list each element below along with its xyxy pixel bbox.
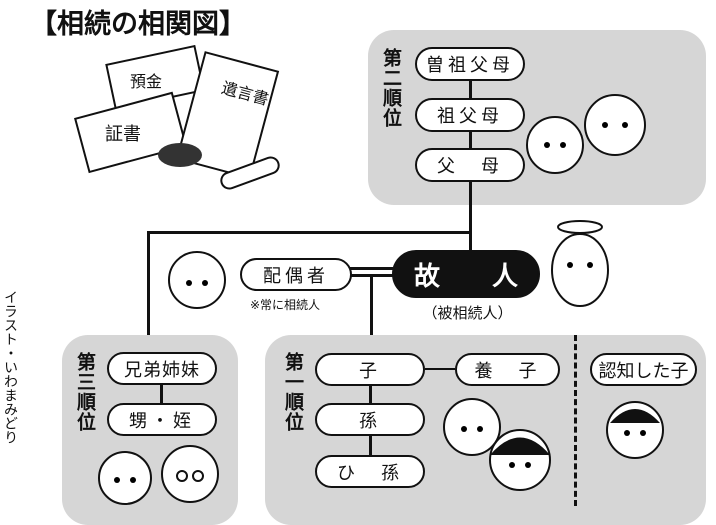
parents: 父 母 (415, 148, 525, 182)
adopted-child: 養 子 (455, 353, 560, 386)
illustration-credit: イラスト・いわまみどり (2, 290, 18, 444)
acknowledged-child-face-icon (606, 401, 664, 459)
second-order-label: 第二順位 (380, 48, 402, 128)
spouse-face-icon (168, 251, 226, 309)
deceased: 故 人 (392, 250, 540, 298)
children-faces-icon (443, 398, 551, 491)
spouse: 配偶者 (240, 258, 352, 291)
nephews-nieces: 甥・姪 (107, 403, 217, 436)
svg-text:預金: 預金 (130, 72, 162, 91)
acknowledged-child: 認知した子 (590, 353, 697, 386)
first-order-label: 第一順位 (282, 352, 304, 432)
svg-text:証書: 証書 (105, 124, 141, 145)
grandparents: 祖父母 (415, 98, 525, 132)
divider (574, 335, 577, 506)
third-order-label: 第三順位 (74, 352, 96, 432)
nephew-niece-faces-icon (98, 445, 219, 505)
page-title: 【相続の相関図】 (30, 9, 246, 40)
great-grandchild: ひ 孫 (315, 455, 425, 488)
deceased-note: （被相続人） (422, 304, 513, 322)
deceased-face-icon (551, 220, 609, 307)
grandchild: 孫 (315, 403, 425, 436)
elderly-faces-icon (526, 94, 646, 174)
great-grandparents: 曽祖父母 (415, 47, 525, 81)
spouse-note: ※常に相続人 (250, 298, 321, 312)
siblings: 兄弟姉妹 (107, 352, 217, 385)
child: 子 (315, 353, 425, 386)
documents-illustration: 預金 証書 遺言書 (74, 45, 280, 190)
